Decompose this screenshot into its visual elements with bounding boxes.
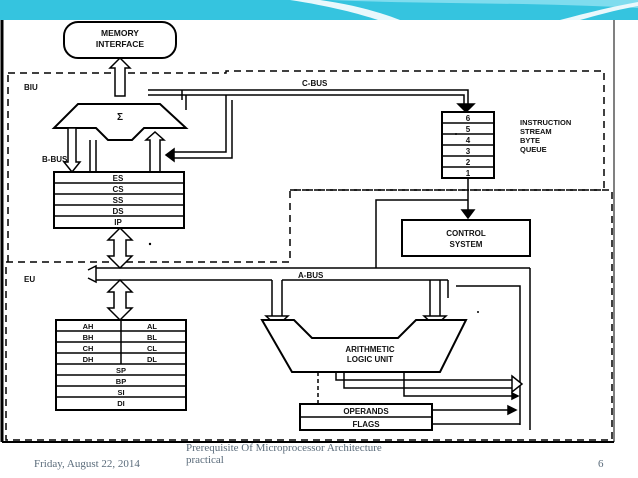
memory-arrow (108, 56, 132, 97)
queue-byte-6: 6 (466, 114, 471, 123)
queue-label-2: STREAM (520, 127, 552, 136)
reg-ip: IP (114, 218, 122, 227)
footer-page-number: 6 (598, 458, 604, 470)
segment-registers: ES CS SS DS IP (53, 171, 185, 229)
c-bus (148, 89, 476, 114)
control-system-label-1: CONTROL (446, 229, 486, 238)
reg-es: ES (113, 174, 124, 183)
queue-byte-3: 3 (466, 147, 471, 156)
eu-region-boundary (5, 189, 613, 441)
reg-cs: CS (112, 185, 124, 194)
memory-interface-label-1: MEMORY (101, 28, 139, 38)
reg-bh: BH (83, 333, 94, 342)
header-banner (0, 0, 638, 20)
sigma-label: Σ (117, 112, 123, 123)
general-registers: AH AL BH BL CH CL DH DL SP BP SI DI (55, 319, 187, 411)
reg-ah: AH (83, 322, 94, 331)
footer-date: Friday, August 22, 2014 (34, 458, 140, 470)
memory-interface-label-2: INTERFACE (96, 39, 145, 49)
reg-bl: BL (147, 333, 157, 342)
queue-byte-1: 1 (466, 169, 471, 178)
flags-feedback (432, 404, 520, 425)
flags-label: FLAGS (352, 420, 380, 429)
reg-ch: CH (83, 344, 94, 353)
a-bus-label: A-BUS (298, 271, 324, 280)
reg-cl: CL (147, 344, 157, 353)
eu-label: EU (24, 275, 35, 284)
alu-label-1: ARITHMETIC (345, 345, 395, 354)
queue-label: INSTRUCTION STREAM BYTE QUEUE (520, 118, 571, 154)
b-bus-label: B-BUS (42, 155, 68, 164)
alu-label-2: LOGIC UNIT (347, 355, 393, 364)
reg-sp: SP (116, 366, 126, 375)
queue-byte-2: 2 (466, 158, 471, 167)
reg-di: DI (117, 399, 125, 408)
memory-interface: MEMORY INTERFACE (63, 21, 177, 59)
reg-si: SI (117, 388, 124, 397)
reg-bp: BP (116, 377, 126, 386)
reg-al: AL (147, 322, 157, 331)
control-system: CONTROL SYSTEM (401, 219, 531, 257)
reg-ss: SS (113, 196, 124, 205)
reg-dh: DH (83, 355, 94, 364)
queue-byte-4: 4 (466, 136, 471, 145)
footer-title: Prerequisite Of Microprocessor Architect… (186, 442, 382, 466)
sigma-to-registers (62, 127, 166, 174)
reg-dl: DL (147, 355, 157, 364)
operands-flags: OPERANDS FLAGS (299, 403, 433, 431)
alu: ARITHMETIC LOGIC UNIT (260, 319, 468, 373)
operands-label: OPERANDS (343, 407, 389, 416)
sigma-feedback-path (164, 90, 233, 163)
queue-label-1: INSTRUCTION (520, 118, 571, 127)
queue-label-3: BYTE (520, 136, 540, 145)
biu-eu-boundary (6, 70, 605, 263)
c-bus-label: C-BUS (302, 79, 328, 88)
biu-label: BIU (24, 83, 38, 92)
instruction-queue: 6 5 4 3 2 1 (441, 111, 495, 179)
queue-to-control (375, 178, 476, 268)
alu-output-arrows (317, 372, 524, 404)
control-system-label-2: SYSTEM (450, 240, 483, 249)
queue-label-4: QUEUE (520, 145, 547, 154)
reg-ds: DS (112, 207, 124, 216)
queue-byte-5: 5 (466, 125, 471, 134)
